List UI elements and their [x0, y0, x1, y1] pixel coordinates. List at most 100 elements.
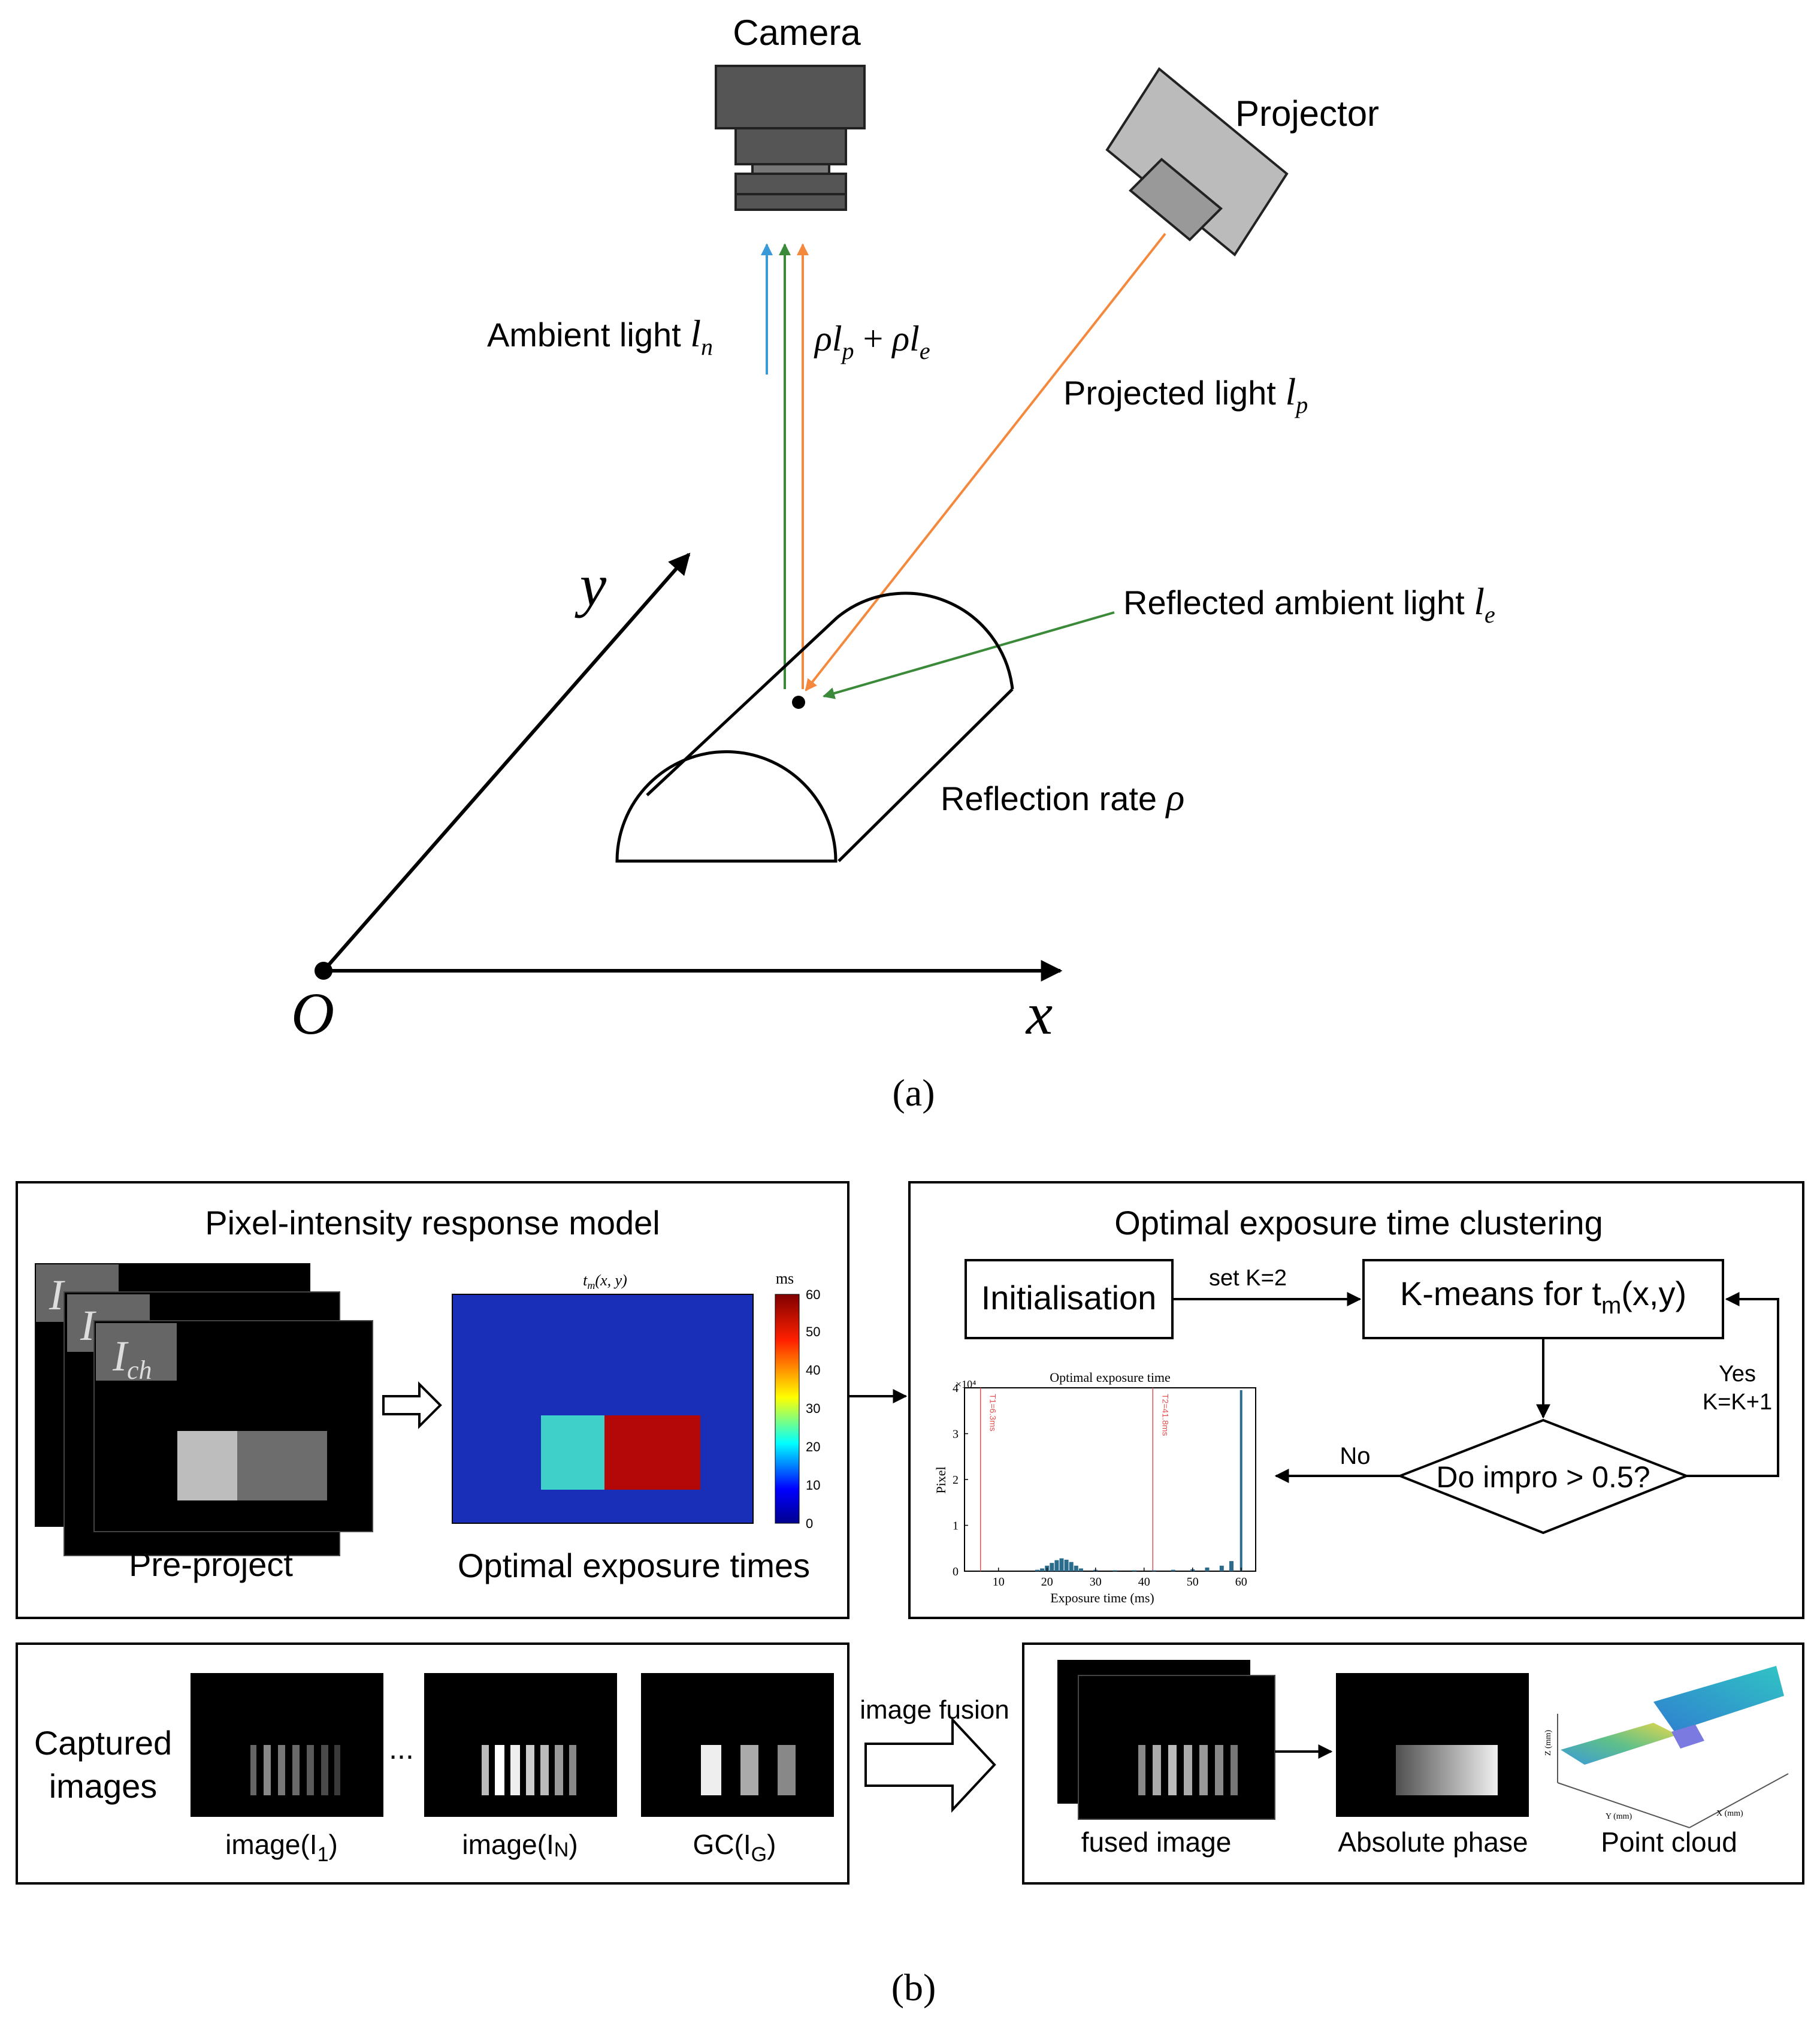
- histogram-bar: [1112, 1570, 1117, 1571]
- reflected-sum-label: ρlp + ρle: [814, 319, 930, 364]
- imageN-label: image(IN): [462, 1829, 578, 1861]
- camera-label: Camera: [733, 13, 861, 53]
- histogram-bar: [1064, 1559, 1069, 1571]
- histogram-bar: [1054, 1560, 1059, 1571]
- x-tick-label: 50: [1187, 1575, 1199, 1589]
- hollow-arrow-icon: [382, 1381, 442, 1429]
- init-box: [965, 1259, 1174, 1339]
- heatmap-caption: Optimal exposure times: [458, 1547, 810, 1584]
- exposure-heatmap: tm(x, y) ms 0 10 20 30 40 50 60: [452, 1270, 820, 1531]
- histogram-bar: [1219, 1565, 1224, 1571]
- no-label: No: [1340, 1443, 1370, 1469]
- kmeans-label: K-means for tm(x,y): [1400, 1275, 1686, 1319]
- colorbar-tick: 20: [806, 1439, 820, 1454]
- yes-label: Yes: [1719, 1361, 1756, 1387]
- histogram-bar: [1132, 1570, 1136, 1571]
- x-tick-label: 60: [1235, 1575, 1247, 1589]
- y-tick-label: 2: [953, 1474, 959, 1487]
- projected-light-label: Projected light lp: [1063, 370, 1308, 418]
- stack-label-3: Ich: [112, 1332, 152, 1385]
- y-tick-label: 4: [953, 1382, 959, 1395]
- setk-label: set K=2: [1209, 1266, 1287, 1291]
- fused-image: [1057, 1660, 1275, 1820]
- part-a-diagram: Camera Projector Ambient light ln ρlp + …: [291, 13, 1495, 1114]
- colorbar-unit: ms: [776, 1270, 794, 1287]
- image-stack: I I Ich: [35, 1263, 373, 1556]
- x-tick-label: 30: [1090, 1575, 1102, 1589]
- cloud-axis-x: X (mm): [1716, 1809, 1743, 1818]
- projected-light-arrow: [805, 233, 1166, 692]
- yes-loop-arrow: [1686, 1292, 1779, 1477]
- surface-point: [792, 696, 805, 709]
- init-label: Initialisation: [981, 1279, 1157, 1317]
- reflected-ambient-label: Reflected ambient light le: [1123, 580, 1495, 628]
- chart-title: Optimal exposure time: [1050, 1370, 1171, 1385]
- chart-xlabel: Exposure time (ms): [1050, 1590, 1154, 1605]
- fusion-label: image fusion: [860, 1695, 1009, 1725]
- ambient-light-label: Ambient light ln: [487, 312, 713, 360]
- ellipsis: ...: [389, 1732, 414, 1765]
- histogram-bar: [1229, 1561, 1234, 1571]
- projector-label: Projector: [1235, 93, 1379, 134]
- fusion-hollow-arrow-icon: [864, 1716, 996, 1813]
- chart-plot-area: [964, 1387, 1256, 1572]
- capture-label-line2: images: [49, 1767, 158, 1805]
- results-panel: fused image Absolute phase Z (mm) Y (mm)…: [1022, 1642, 1804, 1885]
- image1-label: image(I1): [225, 1829, 338, 1866]
- point-cloud-label: Point cloud: [1601, 1826, 1737, 1858]
- clustering-title: Optimal exposure time clustering: [1114, 1204, 1603, 1242]
- fused-image-label: fused image: [1081, 1826, 1232, 1858]
- histogram-bar: [1040, 1568, 1045, 1571]
- origin-point: [315, 962, 332, 980]
- y-tick-label: 3: [953, 1428, 959, 1441]
- colorbar-tick: 50: [806, 1324, 820, 1339]
- threshold-label: T1=6.3ms: [988, 1394, 998, 1432]
- pixel-model-title: Pixel-intensity response model: [205, 1204, 660, 1242]
- clustering-panel: Optimal exposure time clustering Initial…: [908, 1181, 1804, 1619]
- camera-icon: [715, 65, 866, 211]
- decision-label: Do impro > 0.5?: [1436, 1460, 1650, 1494]
- histogram-bar: [1069, 1562, 1074, 1571]
- point-cloud-plot: Z (mm) Y (mm) X (mm): [1544, 1666, 1789, 1828]
- pixel-model-panel: Pixel-intensity response model I I Ich P…: [16, 1181, 849, 1619]
- caption-b: (b): [891, 1966, 936, 2009]
- colorbar-tick: 10: [806, 1478, 820, 1493]
- y-axis-label: y: [575, 552, 607, 618]
- heatmap-title: tm(x, y): [583, 1272, 627, 1291]
- caption-a: (a): [892, 1071, 935, 1114]
- threshold-label: T2=41.8ms: [1160, 1394, 1170, 1436]
- x-tick-label: 40: [1138, 1575, 1150, 1589]
- colorbar-tick: 30: [806, 1401, 820, 1416]
- y-tick-label: 1: [953, 1520, 959, 1533]
- reflected-ambient-arrow: [823, 611, 1115, 699]
- x-axis-label: x: [1025, 980, 1053, 1047]
- x-tick-label: 20: [1041, 1575, 1053, 1589]
- colorbar-tick: 0: [806, 1516, 813, 1531]
- pre-project-label: Pre-project: [129, 1545, 293, 1583]
- histogram-bar: [1074, 1565, 1078, 1571]
- chart-ylabel: Pixel: [933, 1466, 948, 1493]
- capture-panel: Captured images image(I1) ... image(IN): [16, 1642, 849, 1885]
- histogram-bar: [1050, 1563, 1054, 1571]
- origin-label: O: [291, 980, 334, 1047]
- half-cylinder-object: [615, 591, 1014, 863]
- histogram-bar: [1151, 1570, 1156, 1571]
- exposure-histogram: Optimal exposure time ×10⁴ Exposure time…: [933, 1370, 1256, 1605]
- histogram-bar: [1059, 1558, 1064, 1571]
- absolute-phase-label: Absolute phase: [1338, 1826, 1528, 1858]
- cloud-axis-y: Y (mm): [1606, 1812, 1632, 1821]
- increment-label: K=K+1: [1703, 1390, 1772, 1415]
- histogram-bar: [1171, 1569, 1175, 1571]
- gray-code-image: [641, 1673, 834, 1817]
- reflection-rate-label: Reflection rate ρ: [941, 776, 1184, 819]
- absolute-phase-image: [1336, 1673, 1529, 1817]
- histogram-bar: [1205, 1567, 1210, 1571]
- stack-label-1: I: [49, 1271, 65, 1319]
- colorbar-tick: 40: [806, 1363, 820, 1378]
- gc-label: GC(IG): [693, 1829, 776, 1866]
- histogram-bar: [1035, 1569, 1039, 1571]
- cloud-axis-z: Z (mm): [1544, 1730, 1553, 1756]
- y-tick-label: 0: [953, 1565, 959, 1578]
- histogram-bar: [1239, 1390, 1242, 1571]
- projector-icon: [1105, 67, 1289, 256]
